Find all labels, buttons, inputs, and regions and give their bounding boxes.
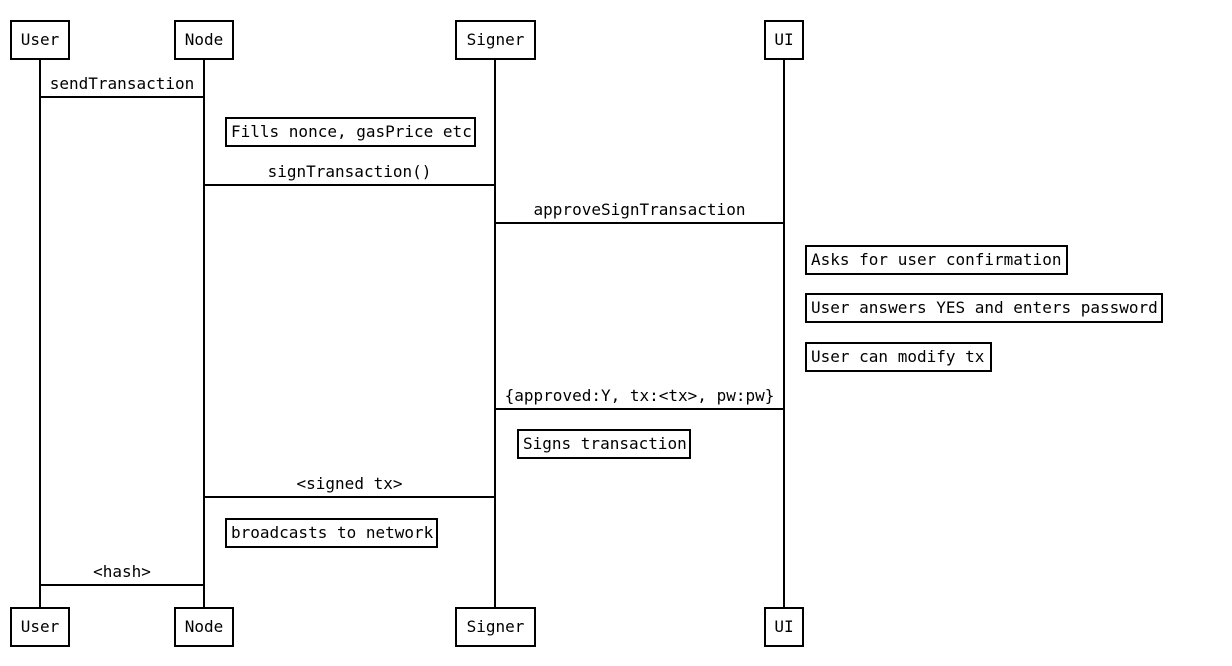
actor-box-ui-top: UI xyxy=(764,20,804,60)
message-line-hash xyxy=(39,584,205,586)
lifeline-user xyxy=(39,58,41,609)
lifeline-node xyxy=(203,58,205,609)
note-user-answers-yes: User answers YES and enters password xyxy=(805,293,1163,323)
note-signs-transaction: Signs transaction xyxy=(517,429,691,459)
message-label-approvesigntransaction: approveSignTransaction xyxy=(533,200,746,219)
message-line-approvesigntransaction xyxy=(494,222,785,224)
lifeline-ui xyxy=(783,58,785,609)
message-label-signed-tx: <signed tx> xyxy=(296,474,403,493)
message-line-signed-tx xyxy=(203,496,496,498)
actor-box-node-top: Node xyxy=(174,20,234,60)
actor-box-signer-bottom: Signer xyxy=(455,607,536,647)
actor-box-ui-bottom: UI xyxy=(764,607,804,647)
actor-box-signer-top: Signer xyxy=(455,20,536,60)
actor-box-user-bottom: User xyxy=(10,607,70,647)
message-label-hash: <hash> xyxy=(93,562,151,581)
lifeline-signer xyxy=(494,58,496,609)
message-label-approved-payload: {approved:Y, tx:<tx>, pw:pw} xyxy=(504,386,775,405)
note-broadcasts-to-network: broadcasts to network xyxy=(225,518,438,548)
message-label-sendtransaction: sendTransaction xyxy=(49,74,195,93)
note-fills-nonce-gasprice: Fills nonce, gasPrice etc xyxy=(225,117,476,147)
note-user-can-modify-tx: User can modify tx xyxy=(805,342,992,372)
note-asks-for-user-confirmation: Asks for user confirmation xyxy=(805,245,1068,275)
message-line-signtransaction xyxy=(203,184,496,186)
actor-box-node-bottom: Node xyxy=(174,607,234,647)
message-line-approved-payload xyxy=(494,408,785,410)
message-line-sendtransaction xyxy=(39,96,205,98)
actor-box-user-top: User xyxy=(10,20,70,60)
message-label-signtransaction: signTransaction() xyxy=(267,162,432,181)
